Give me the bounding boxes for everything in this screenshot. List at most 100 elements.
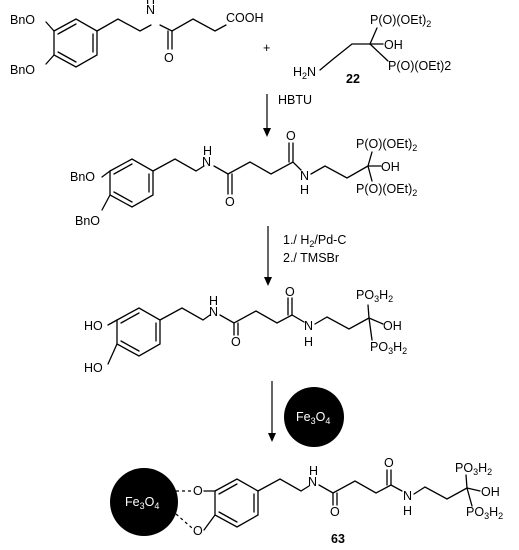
ring-3 (116, 307, 161, 357)
o-label: O (384, 456, 394, 470)
cooh-label: COOH (226, 11, 264, 25)
p-bond (465, 474, 468, 489)
ethyl-chain (96, 18, 152, 32)
bno-label: BnO (75, 214, 100, 228)
succinyl-chain (219, 310, 305, 324)
propyl-chain (310, 165, 369, 179)
bno-label: BnO (10, 13, 35, 27)
ring-2-double-bond (113, 191, 133, 203)
h2n-label: H2N (293, 65, 316, 81)
bno-bond (45, 21, 55, 32)
o-label: O (330, 505, 340, 519)
p-bond (369, 43, 389, 62)
h-label: H (309, 464, 318, 478)
n-label: N (300, 169, 309, 183)
phosphonic-acid-label: PO3H2 (455, 461, 492, 477)
oh-bond (368, 317, 384, 325)
reaction-arrow-3 (268, 381, 276, 442)
ring-4 (214, 478, 259, 528)
h-label: H (304, 335, 313, 349)
o-label: O (193, 524, 203, 538)
ring-2 (109, 158, 154, 208)
phosphonate-label: P(O)(OEt)2 (370, 13, 431, 29)
ethyl-chain (152, 158, 205, 172)
p-bond (369, 27, 378, 45)
bno-label: BnO (70, 170, 95, 184)
compound-number: 63 (331, 532, 345, 546)
ethyl-chain (159, 307, 211, 321)
n-label: N (146, 3, 155, 17)
h-label: H (146, 0, 155, 7)
o-label: O (225, 195, 235, 209)
phosphonic-acid-label: PO3H2 (356, 288, 393, 304)
phosphonate-label: P(O)(OEt)2 (388, 59, 451, 73)
succinyl-chain (213, 161, 302, 175)
arrow-head (268, 433, 276, 442)
ring-1-double-bond (57, 51, 77, 63)
coordination-bond (175, 513, 193, 529)
aminobisphosphonate-22: H2N P(O)(OEt)2 OH P(O)(OEt)2 22 (293, 13, 451, 86)
phosphonate-label: P(O)(OEt)2 (356, 137, 417, 153)
o-label: O (285, 285, 295, 299)
fe3o4-nanoparticle: Fe3O4 (284, 387, 344, 447)
ring-3-double-bond (120, 340, 140, 352)
o-label: O (286, 129, 296, 143)
n-label: N (304, 319, 313, 333)
n-label: N (308, 475, 317, 489)
deprotected-product: HO HO N H O O N H PO3H2 OH PO3H2 (84, 285, 407, 375)
arrow-head (263, 128, 271, 137)
nanoparticle-circle (284, 387, 344, 447)
product-63: Fe3O4 O O N H O O N H PO3H2 OH PO3H2 63 (110, 456, 503, 546)
h-label: H (403, 504, 412, 518)
h-label: H (300, 183, 309, 197)
oh-bond (466, 487, 481, 492)
succinyl-chain (159, 18, 227, 32)
phosphonate-label: P(O)(OEt)2 (356, 182, 417, 198)
compound-number: 22 (346, 72, 360, 86)
phosphonic-acid-label: PO3H2 (466, 505, 503, 521)
oh-label: OH (481, 485, 500, 499)
ring-3-double-bond (120, 312, 140, 324)
reagent-label: 1./ H2/Pd-C (283, 233, 346, 249)
starting-acid: BnO BnO N H O COOH (10, 0, 264, 77)
oh-label: OH (381, 160, 400, 174)
nanoparticle-circle (110, 468, 178, 536)
plus-sign: + (263, 41, 270, 55)
propyl-chain (413, 486, 468, 500)
oh-label: OH (383, 319, 402, 333)
ring-1 (53, 18, 98, 68)
n-label: N (403, 489, 412, 503)
ring-4-double-bond (218, 483, 238, 495)
p-bond (367, 165, 373, 182)
oh-label: OH (384, 38, 403, 52)
h-label: H (209, 294, 218, 308)
ring-4-double-bond (218, 511, 238, 523)
reaction-arrow-1: HBTU (263, 93, 312, 137)
ho-bond (107, 343, 118, 365)
phosphonic-acid-label: PO3H2 (370, 340, 407, 356)
reagent-label: 2./ TMSBr (283, 251, 339, 265)
propyl-chain (319, 43, 371, 71)
ethyl-chain (257, 478, 310, 492)
o-ring-bond (203, 514, 216, 531)
bno-label: BnO (10, 63, 35, 77)
p-bond (367, 304, 370, 319)
reagent-label: HBTU (278, 93, 312, 107)
reaction-arrow-2: 1./ H2/Pd-C 2./ TMSBr (264, 226, 346, 286)
propyl-chain (314, 316, 370, 330)
o-label: O (164, 51, 174, 65)
fe3o4-label: Fe3O4 (125, 495, 159, 511)
ring-1-double-bond (57, 23, 77, 35)
succinyl-chain (318, 480, 403, 494)
p-bond (368, 317, 373, 341)
bno-bond (101, 170, 111, 178)
n-label: N (202, 155, 211, 169)
ho-label: HO (84, 361, 103, 375)
coupled-product: BnO BnO N H O O N H P(O)(OEt)2 OH P(O)(O… (70, 129, 417, 228)
ring-2-double-bond (113, 163, 133, 175)
n-label: N (209, 305, 218, 319)
arrow-head (264, 277, 272, 286)
ho-label: HO (84, 319, 103, 333)
bno-bond (101, 194, 111, 211)
